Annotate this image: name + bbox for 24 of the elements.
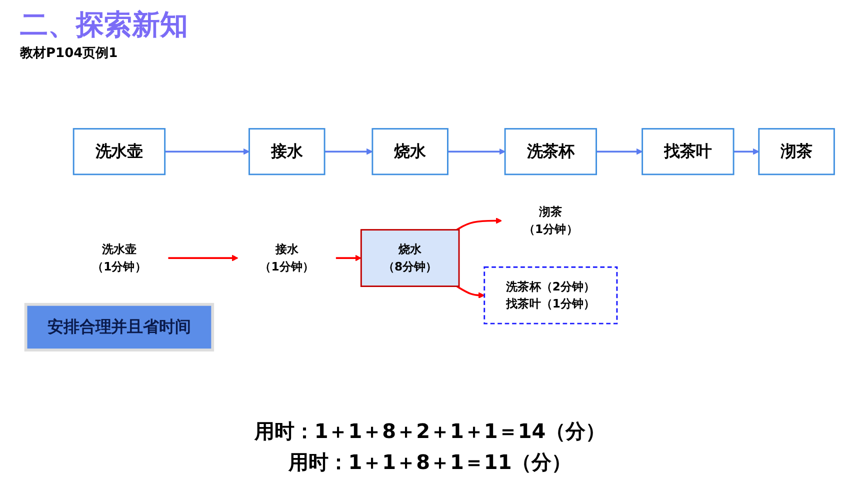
time-formula: 用时：1＋1＋8＋1＝11（分） xyxy=(288,449,572,476)
node-box: 安排合理并且省时间 xyxy=(24,302,214,352)
arrow xyxy=(164,148,250,154)
node-box: 沏茶 xyxy=(758,128,835,175)
node-box: 烧水 （8分钟） xyxy=(360,228,460,287)
arrow xyxy=(734,148,760,154)
title: 二、探索新知 xyxy=(20,7,188,43)
node-box: 烧水 xyxy=(372,128,448,175)
arrow xyxy=(324,148,373,154)
node-text: 沏茶 （1分钟） xyxy=(523,204,578,236)
arrow xyxy=(456,217,502,230)
source-note: 教材P104页例1 xyxy=(20,45,118,62)
node-text: 洗水壶 （1分钟） xyxy=(92,242,146,273)
arrow xyxy=(596,148,643,154)
time-formula: 用时：1＋1＋8＋2＋1＋1＝14（分） xyxy=(254,418,606,445)
arrow xyxy=(168,254,238,261)
node-box: 接水 xyxy=(248,128,326,175)
node-text: 接水 （1分钟） xyxy=(260,242,314,273)
arrow xyxy=(336,254,362,261)
node-box: 洗茶杯 xyxy=(504,128,597,175)
node-box: 洗水壶 xyxy=(72,128,166,175)
node-box: 洗茶杯（2分钟） 找茶叶（1分钟） xyxy=(484,266,618,324)
arrow xyxy=(456,285,485,298)
arrow xyxy=(448,148,506,154)
